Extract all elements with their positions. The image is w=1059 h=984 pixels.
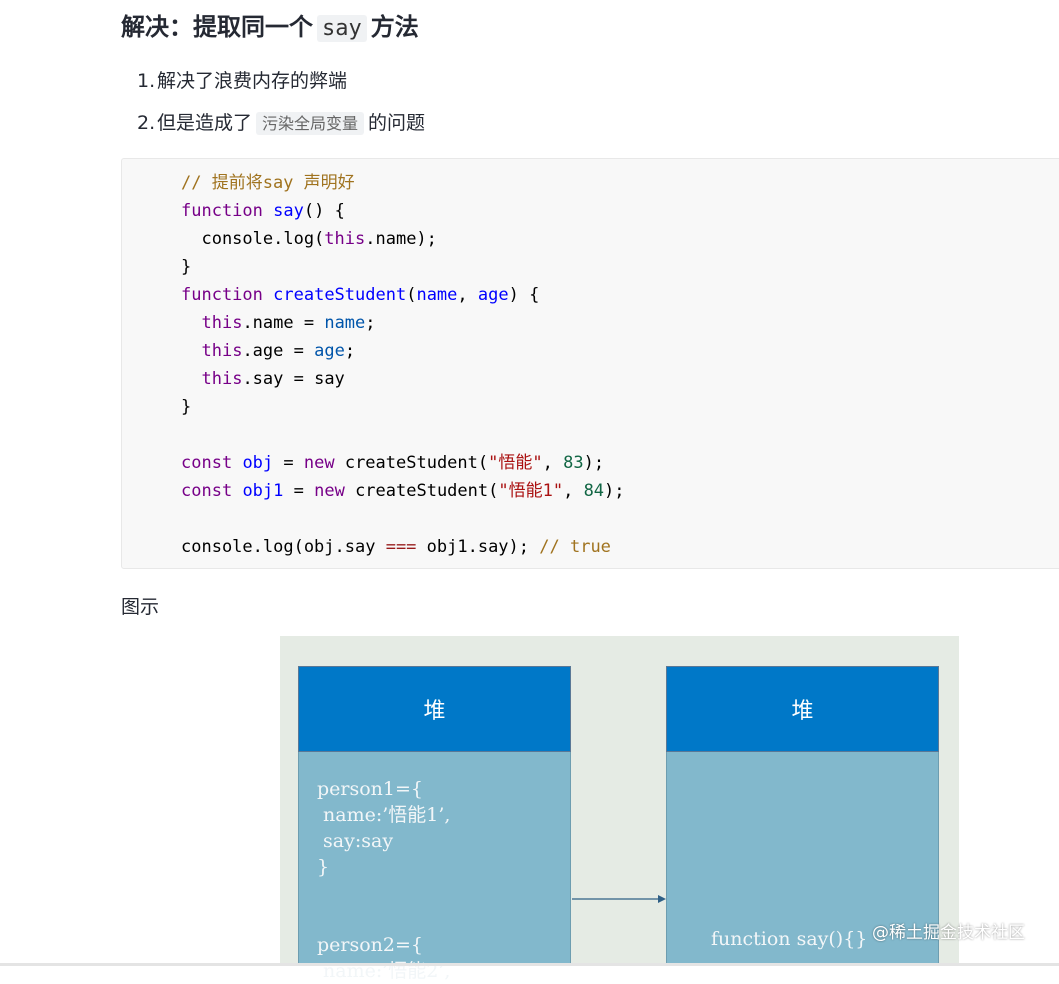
heading-prefix: 解决：提取同一个 xyxy=(121,13,313,41)
list-number: 1. xyxy=(137,70,156,92)
code-variable: age xyxy=(314,341,345,361)
list-item: 2.但是造成了污染全局变量的问题 xyxy=(121,108,425,139)
list-text: 但是造成了 xyxy=(157,112,253,134)
code-param: name xyxy=(416,285,458,305)
code-comment: // xyxy=(539,537,570,557)
code-number: 84 xyxy=(583,481,605,501)
code-param: age xyxy=(477,285,509,305)
code-keyword: new xyxy=(303,453,335,473)
list-text: 的问题 xyxy=(368,112,426,134)
left-heap-title: 堆 xyxy=(298,666,571,752)
code-comment: // 提前将say 声明好 xyxy=(181,173,355,193)
code-keyword: const xyxy=(181,481,233,501)
code-operator: === xyxy=(385,537,417,557)
code-keyword: function xyxy=(181,285,263,305)
right-heap-content: function say(){} xyxy=(711,928,868,950)
list-item: 1.解决了浪费内存的弊端 xyxy=(121,66,425,96)
code-number: 83 xyxy=(563,453,584,473)
bottom-divider xyxy=(0,963,1059,966)
right-heap: 堆 function say(){} xyxy=(666,666,939,966)
code-keyword: this xyxy=(201,341,243,361)
code-keyword: new xyxy=(314,481,345,501)
right-heap-title: 堆 xyxy=(666,666,939,752)
code-function-name: createStudent xyxy=(273,285,407,305)
inline-code: 污染全局变量 xyxy=(256,112,365,135)
code-block[interactable]: // 提前将say 声明好 function say() { console.l… xyxy=(121,158,1059,569)
code-string: "悟能" xyxy=(488,453,543,473)
left-heap-content: person1={ name:’悟能1’, say:say } person2=… xyxy=(317,778,451,982)
code-content: // 提前将say 声明好 function say() { console.l… xyxy=(181,173,625,557)
watermark: @稀土掘金技术社区 xyxy=(872,923,1025,943)
left-heap-body: person1={ name:’悟能1’, say:say } person2=… xyxy=(298,752,571,982)
code-function-name: say xyxy=(273,201,304,221)
code-keyword: const xyxy=(181,453,233,473)
arrow-icon xyxy=(572,895,666,903)
heading-code: say xyxy=(317,15,367,42)
code-variable: name xyxy=(324,313,366,333)
code-keyword: this xyxy=(201,369,243,389)
heading-suffix: 方法 xyxy=(370,13,419,41)
code-variable-def: obj1 xyxy=(242,481,284,501)
code-comment: true xyxy=(569,537,611,557)
problem-list: 1.解决了浪费内存的弊端 2.但是造成了污染全局变量的问题 xyxy=(121,66,425,151)
list-text: 解决了浪费内存的弊端 xyxy=(157,70,348,92)
code-keyword: function xyxy=(181,201,263,221)
code-variable-def: obj xyxy=(242,453,274,473)
code-keyword: this xyxy=(201,313,243,333)
memory-diagram: 堆 person1={ name:’悟能1’, say:say } person… xyxy=(280,636,959,982)
list-number: 2. xyxy=(137,112,156,134)
code-keyword: this xyxy=(324,229,366,249)
code-string: "悟能1" xyxy=(498,481,564,501)
left-heap: 堆 person1={ name:’悟能1’, say:say } person… xyxy=(298,666,571,982)
figure-caption: 图示 xyxy=(121,596,160,618)
right-heap-body: function say(){} xyxy=(666,752,939,966)
